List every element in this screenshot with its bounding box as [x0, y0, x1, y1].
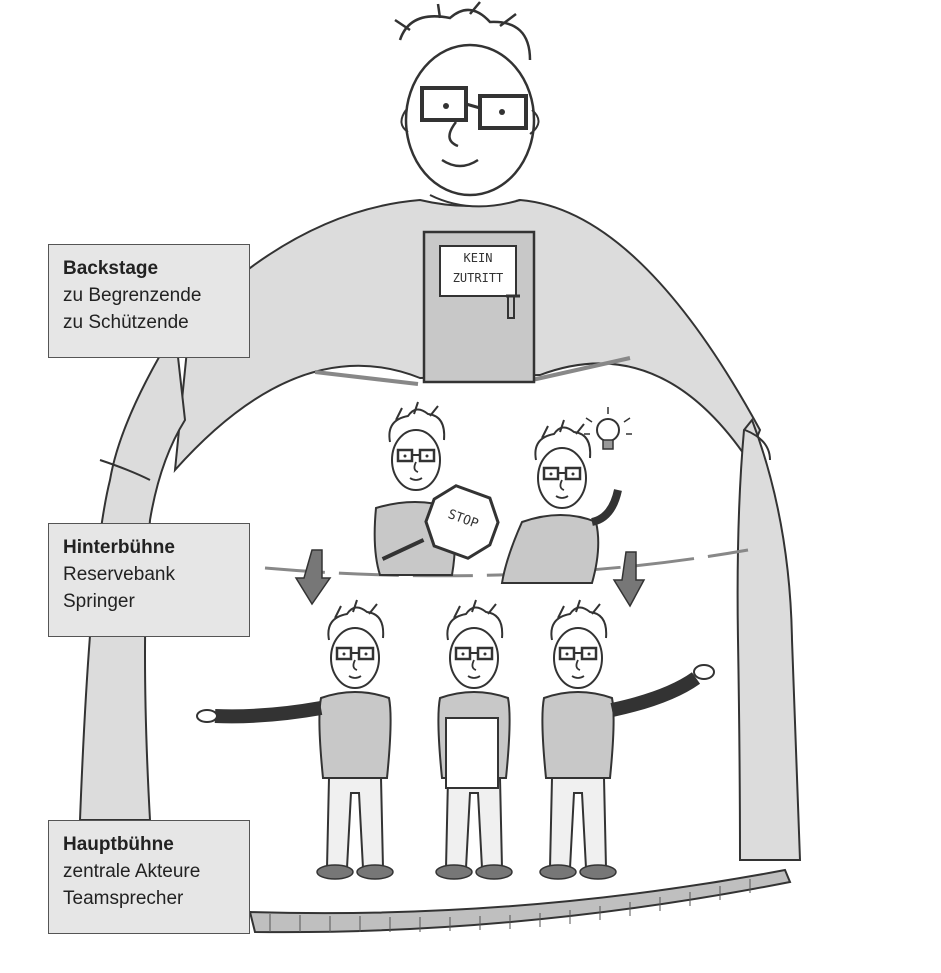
label-hauptbuehne-title: Hauptbühne — [63, 834, 174, 855]
label-backstage: Backstage zu Begrenzende zu Schützende — [48, 244, 250, 358]
main-figure-center — [435, 598, 513, 880]
door-sign-text: KEIN ZUTRITT — [440, 248, 516, 288]
arrow-down-right — [612, 551, 646, 608]
door-sign-line1: KEIN — [463, 251, 493, 265]
label-hinterbuehne: Hinterbühne Reservebank Springer — [48, 523, 250, 637]
label-hinterbuehne-line: Reservebank — [63, 564, 175, 585]
curtain-right — [736, 418, 802, 861]
label-backstage-title: Backstage — [63, 258, 159, 279]
arrow-down-left — [294, 549, 332, 606]
label-backstage-line: zu Begrenzende — [63, 285, 202, 306]
backstage-figure — [394, 1, 540, 384]
door-sign — [439, 245, 517, 297]
stop-sign — [381, 484, 500, 561]
label-backstage-line: zu Schützende — [63, 312, 189, 333]
main-figure-left — [196, 598, 394, 880]
main-figure-right — [539, 598, 715, 880]
stage-floor — [248, 868, 792, 934]
door-sign-line2: ZUTRITT — [452, 271, 504, 285]
paper-sheet — [445, 717, 499, 789]
label-hauptbuehne-line: zentrale Akteure — [63, 861, 201, 882]
label-hauptbuehne: Hauptbühne zentrale Akteure Teamsprecher — [48, 820, 250, 934]
reserve-figure-idea — [500, 418, 622, 584]
label-hinterbuehne-line: Springer — [63, 591, 135, 612]
label-hinterbuehne-title: Hinterbühne — [63, 537, 175, 558]
lightbulb-icon — [584, 407, 632, 450]
label-hauptbuehne-line: Teamsprecher — [63, 888, 184, 909]
